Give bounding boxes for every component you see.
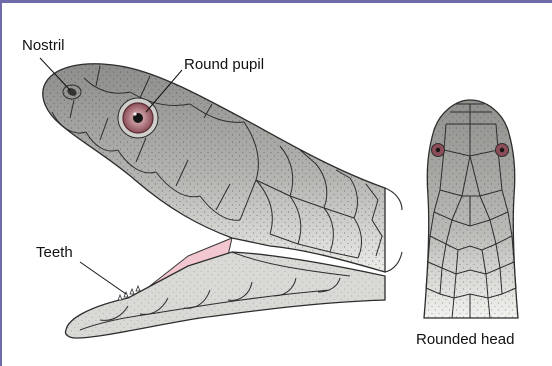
top-head bbox=[424, 100, 518, 318]
side-head bbox=[43, 64, 402, 338]
teeth-leader bbox=[80, 262, 126, 294]
teeth-label: Teeth bbox=[36, 244, 73, 261]
rounded-head-caption: Rounded head bbox=[416, 331, 514, 348]
eye bbox=[118, 98, 158, 138]
round-pupil-label: Round pupil bbox=[184, 56, 264, 73]
nostril-label: Nostril bbox=[22, 37, 65, 54]
